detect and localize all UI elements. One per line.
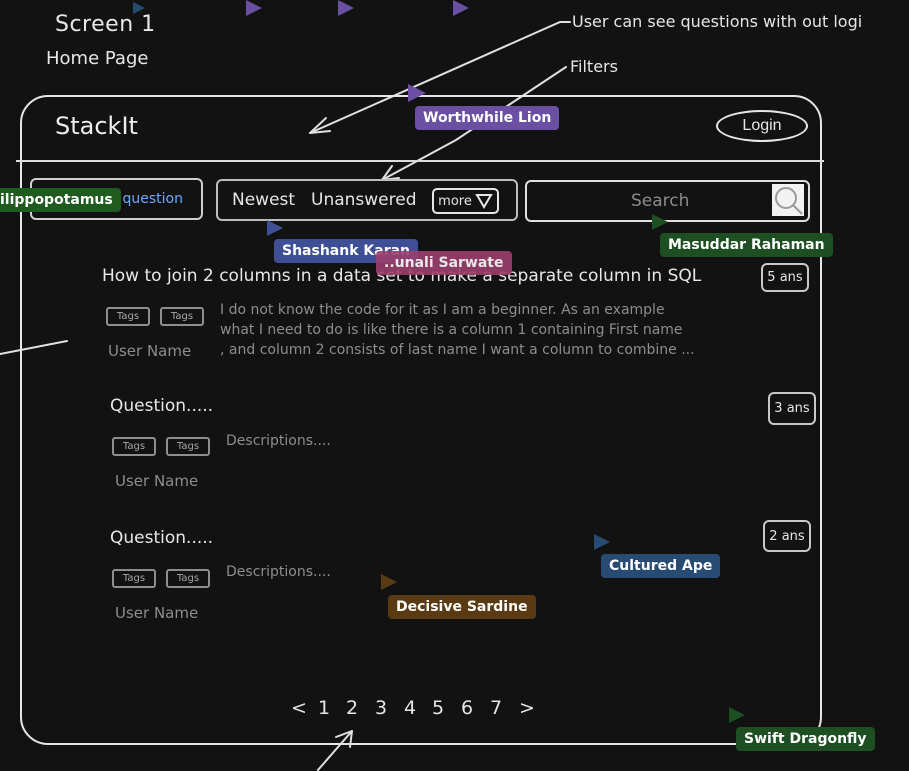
question-user-name[interactable]: User Name — [108, 342, 192, 360]
cursor-arrow-icon — [729, 707, 745, 723]
pagination-page-4[interactable]: 4 — [404, 697, 417, 719]
search-icon — [775, 187, 803, 215]
search-button[interactable] — [772, 184, 804, 216]
question-title[interactable]: Question..... — [110, 396, 214, 416]
pagination-page-6[interactable]: 6 — [461, 697, 474, 719]
pagination-prev[interactable]: < — [291, 697, 307, 719]
dropdown-triangle-icon — [475, 194, 493, 209]
tag-chip[interactable]: Tags — [112, 569, 156, 588]
more-filters-button[interactable]: more — [432, 188, 499, 214]
filter-group — [216, 179, 518, 221]
description-line: , and column 2 consists of last name I w… — [220, 342, 695, 358]
cursor-arrow-icon — [381, 574, 397, 590]
collaborator-cursor-label: ..unali Sarwate — [376, 251, 512, 275]
tag-chip[interactable]: Tags — [106, 307, 150, 326]
pagination-page-5[interactable]: 5 — [432, 697, 445, 719]
cursor-arrow-icon — [267, 220, 283, 236]
collaborator-cursor-label: ilippopotamus — [0, 188, 121, 212]
collaborator-cursor-label: Worthwhile Lion — [415, 106, 560, 130]
cursor-arrow-icon — [652, 214, 668, 230]
filter-newest[interactable]: Newest — [232, 190, 296, 210]
cursor-arrow-icon — [408, 84, 426, 102]
question-title[interactable]: How to join 2 columns in a data set to m… — [102, 266, 702, 286]
cursor-arrows-top — [133, 0, 469, 16]
question-description: I do not know the code for it as I am a … — [220, 300, 695, 360]
pagination-page-7[interactable]: 7 — [490, 697, 503, 719]
question-description: Descriptions.... — [226, 433, 331, 449]
search-input[interactable]: Search — [525, 180, 810, 222]
answer-count-badge: 3 ans — [768, 392, 816, 425]
question-user-name[interactable]: User Name — [115, 604, 199, 622]
collaborator-cursor-label: Decisive Sardine — [388, 595, 536, 619]
collaborator-cursor-label: Cultured Ape — [601, 554, 721, 578]
cursor-arrow-icon — [594, 534, 610, 550]
annotation-filters-note: Filters — [570, 57, 618, 76]
login-button[interactable]: Login — [716, 110, 808, 142]
pagination-page-1[interactable]: 1 — [318, 697, 331, 719]
pagination-page-3[interactable]: 3 — [375, 697, 388, 719]
question-user-name[interactable]: User Name — [115, 472, 199, 490]
annotation-login-note: User can see questions with out logi — [572, 12, 863, 31]
description-line: I do not know the code for it as I am a … — [220, 302, 665, 318]
question-description: Descriptions.... — [226, 564, 331, 580]
tag-chip[interactable]: Tags — [160, 307, 204, 326]
collaborator-cursor-label: Masuddar Rahaman — [660, 233, 833, 257]
brand-logo[interactable]: StackIt — [55, 112, 138, 140]
more-label: more — [438, 193, 472, 209]
tag-chip[interactable]: Tags — [166, 437, 210, 456]
pagination-next[interactable]: > — [519, 697, 535, 719]
pagination-page-2[interactable]: 2 — [346, 697, 359, 719]
tag-chip[interactable]: Tags — [112, 437, 156, 456]
header-divider — [16, 160, 824, 162]
answer-count-badge: 5 ans — [761, 263, 809, 292]
screen-title: Screen 1 — [55, 12, 156, 37]
question-title[interactable]: Question..... — [110, 528, 214, 548]
filter-unanswered[interactable]: Unanswered — [311, 190, 417, 210]
tag-chip[interactable]: Tags — [166, 569, 210, 588]
answer-count-badge: 2 ans — [763, 520, 811, 552]
screen-subtitle: Home Page — [46, 48, 149, 69]
collaborator-cursor-label: Swift Dragonfly — [736, 727, 875, 751]
description-line: what I need to do is like there is a col… — [220, 322, 683, 338]
app-frame — [20, 95, 822, 745]
